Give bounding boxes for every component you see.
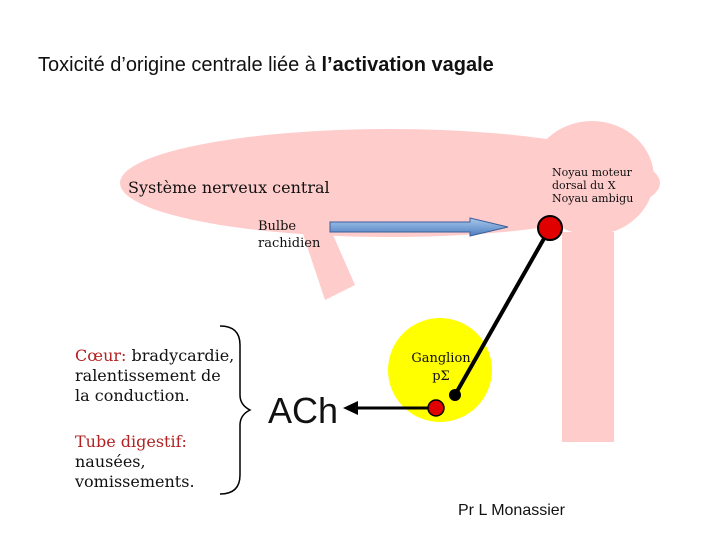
digestive-effect-label: Tube digestif:: [75, 432, 187, 451]
digestive-effect: Tube digestif: nausées, vomissements.: [75, 432, 235, 492]
brain-shape: [120, 121, 660, 442]
heart-effect-text: bradycardie, ralentissement de la conduc…: [75, 346, 235, 405]
ganglion-circle: [388, 318, 492, 422]
digestive-effect-text: nausées, vomissements.: [75, 452, 195, 491]
title-part-2: l’activation vagale: [321, 54, 494, 76]
author-credit: Pr L Monassier: [458, 502, 565, 519]
ganglion-node: [427, 399, 445, 417]
ganglion-label: Ganglion pΣ: [411, 351, 471, 384]
heart-effect-label: Cœur:: [75, 346, 127, 365]
neuron-node-junction: [449, 389, 461, 401]
page-title: Toxicité d’origine centrale liée à l’act…: [38, 54, 494, 77]
neuron-node-top: [537, 215, 563, 241]
effect-brace: [219, 325, 252, 495]
blue-arrow: [329, 217, 509, 237]
neuron-line: [453, 227, 552, 396]
bulbe-label: Bulbe rachidien: [258, 219, 321, 251]
noyau-label: Noyau moteur dorsal du X Noyau ambigu: [552, 166, 634, 205]
title-part-1: Toxicité d’origine centrale liée à: [38, 54, 322, 76]
heart-effect: Cœur: bradycardie, ralentissement de la …: [75, 346, 240, 406]
cns-label: Système nerveux central: [128, 178, 330, 197]
ach-arrow-head: [343, 401, 358, 415]
ach-label: ACh: [268, 390, 339, 431]
